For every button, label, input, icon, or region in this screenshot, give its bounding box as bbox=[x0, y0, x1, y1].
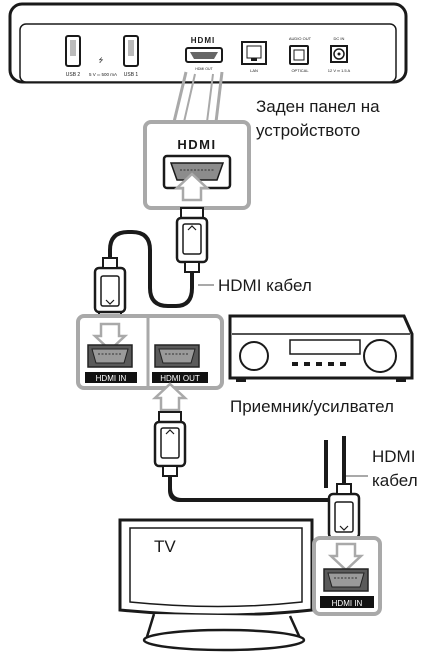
receiver-hdmi-out-port bbox=[154, 344, 200, 368]
dc-in-label: DC IN bbox=[334, 36, 345, 41]
receiver-right-knob bbox=[363, 339, 397, 373]
usb1-label: USB 1 bbox=[124, 72, 139, 78]
device-hdmi-callout: HDMI bbox=[143, 71, 251, 210]
audio-out-label: AUDIO OUT bbox=[289, 36, 312, 41]
cable1-wire bbox=[108, 230, 194, 308]
device-hdmi-sub-label: HDMI OUT bbox=[195, 67, 213, 71]
receiver: HDMI IN HDMI OUT bbox=[76, 314, 414, 390]
lan-label: LAN bbox=[250, 68, 258, 73]
cable1-label: HDMI кабел bbox=[218, 276, 312, 295]
tv: TV HDMI IN bbox=[118, 518, 382, 652]
receiver-left-knob bbox=[239, 341, 269, 371]
usb-power-label: 5 V ═ 500 mA bbox=[89, 72, 117, 77]
zoom-hdmi-logo: HDMI bbox=[177, 137, 216, 152]
cable2-plug-top-icon bbox=[153, 410, 187, 478]
receiver-hdmi-in-port bbox=[87, 344, 133, 368]
receiver-hdmi-in-label: HDMI IN bbox=[96, 374, 127, 383]
cable2-wire bbox=[168, 436, 347, 502]
tv-hdmi-in-port bbox=[323, 568, 369, 592]
usb-symbol-icon: ⭍ bbox=[99, 56, 104, 64]
receiver-display bbox=[289, 339, 361, 355]
usb2-label: USB 2 bbox=[66, 72, 81, 78]
device-rear-panel: USB 2 ⭍ 5 V ═ 500 mA USB 1 HDMI HDMI OUT… bbox=[8, 2, 408, 84]
rear-panel-caption-line1: Заден панел на bbox=[256, 97, 380, 116]
receiver-hdmi-out-label: HDMI OUT bbox=[160, 374, 200, 383]
tv-hdmi-in-label: HDMI IN bbox=[332, 599, 363, 608]
cable1-plug-top-icon bbox=[175, 206, 209, 274]
cable2-label-line1: HDMI bbox=[372, 447, 416, 466]
rear-panel-caption-line2: устройството bbox=[256, 121, 361, 140]
device-hdmi-logo: HDMI bbox=[191, 36, 215, 45]
cable2-label-line2: кабел bbox=[372, 471, 418, 490]
tv-label: TV bbox=[154, 537, 176, 556]
cable1-plug-bottom-icon bbox=[93, 256, 127, 324]
receiver-label: Приемник/усилвател bbox=[230, 397, 394, 416]
dc-rating-label: 12 V ═ 1.5 A bbox=[328, 68, 351, 73]
optical-label: OPTICAL bbox=[291, 68, 309, 73]
